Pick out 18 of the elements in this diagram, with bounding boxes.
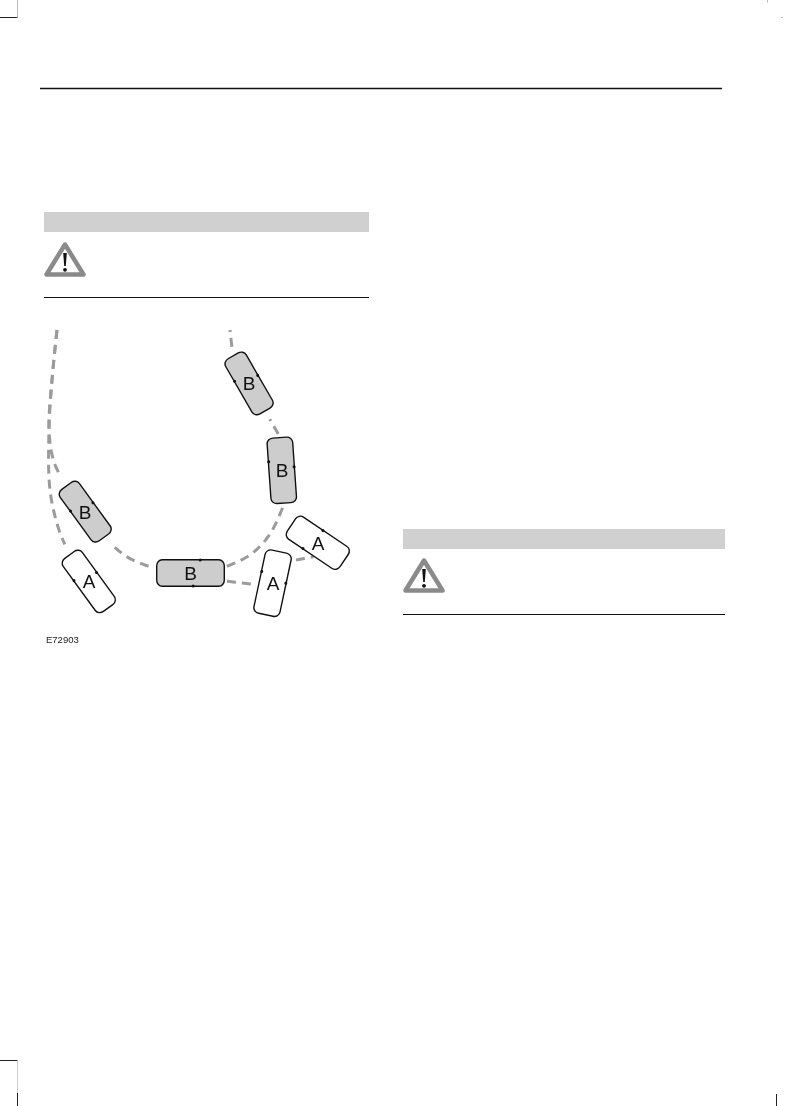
car-letter: A xyxy=(82,571,96,591)
heading-band xyxy=(44,212,369,232)
dashed-path-line xyxy=(228,328,234,348)
car-letter: B xyxy=(242,373,256,393)
car-shape xyxy=(266,435,298,505)
figure-code: E72903 xyxy=(46,635,79,645)
dashed-path-line xyxy=(226,505,285,568)
heading-band xyxy=(403,529,725,549)
dashed-path-line xyxy=(226,579,252,586)
car-letter: B xyxy=(275,460,289,480)
car-letter: A xyxy=(266,573,280,593)
car-shape xyxy=(156,559,225,587)
dashed-path-line xyxy=(47,329,67,545)
car-letter: A xyxy=(311,533,325,553)
dashed-path-line xyxy=(295,555,315,562)
car-letter: B xyxy=(78,502,92,522)
car-letter: B xyxy=(184,563,197,583)
dashed-path-line xyxy=(268,418,280,435)
